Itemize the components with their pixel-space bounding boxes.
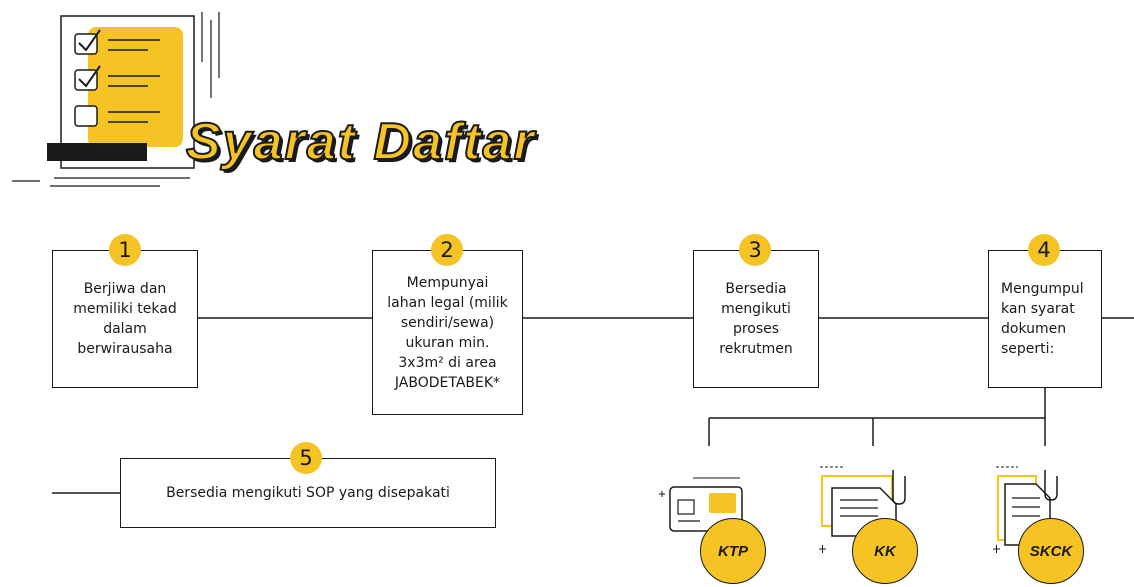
step-box-1: Berjiwa dan memiliki tekad dalam berwira… — [52, 250, 198, 388]
document-label-skck: SKCK — [1018, 518, 1084, 584]
step-number-badge: 3 — [739, 234, 771, 266]
document-label-ktp: KTP — [700, 518, 766, 584]
step-number-badge: 2 — [431, 234, 463, 266]
flow-connectors — [52, 317, 1134, 494]
step-number-badge: 4 — [1028, 234, 1060, 266]
step-box-2: Mempunyai lahan legal (milik sendiri/sew… — [372, 250, 523, 415]
step-box-4: Mengumpul kan syarat dokumen seperti: — [988, 250, 1102, 388]
step-box-3: Bersedia mengikuti proses rekrutmen — [693, 250, 819, 388]
clipboard-checklist-icon — [12, 12, 220, 187]
page-title: Syarat Daftar — [185, 112, 536, 172]
step-number-badge: 5 — [290, 442, 322, 474]
document-label-kk: KK — [852, 518, 918, 584]
step-number-badge: 1 — [109, 234, 141, 266]
